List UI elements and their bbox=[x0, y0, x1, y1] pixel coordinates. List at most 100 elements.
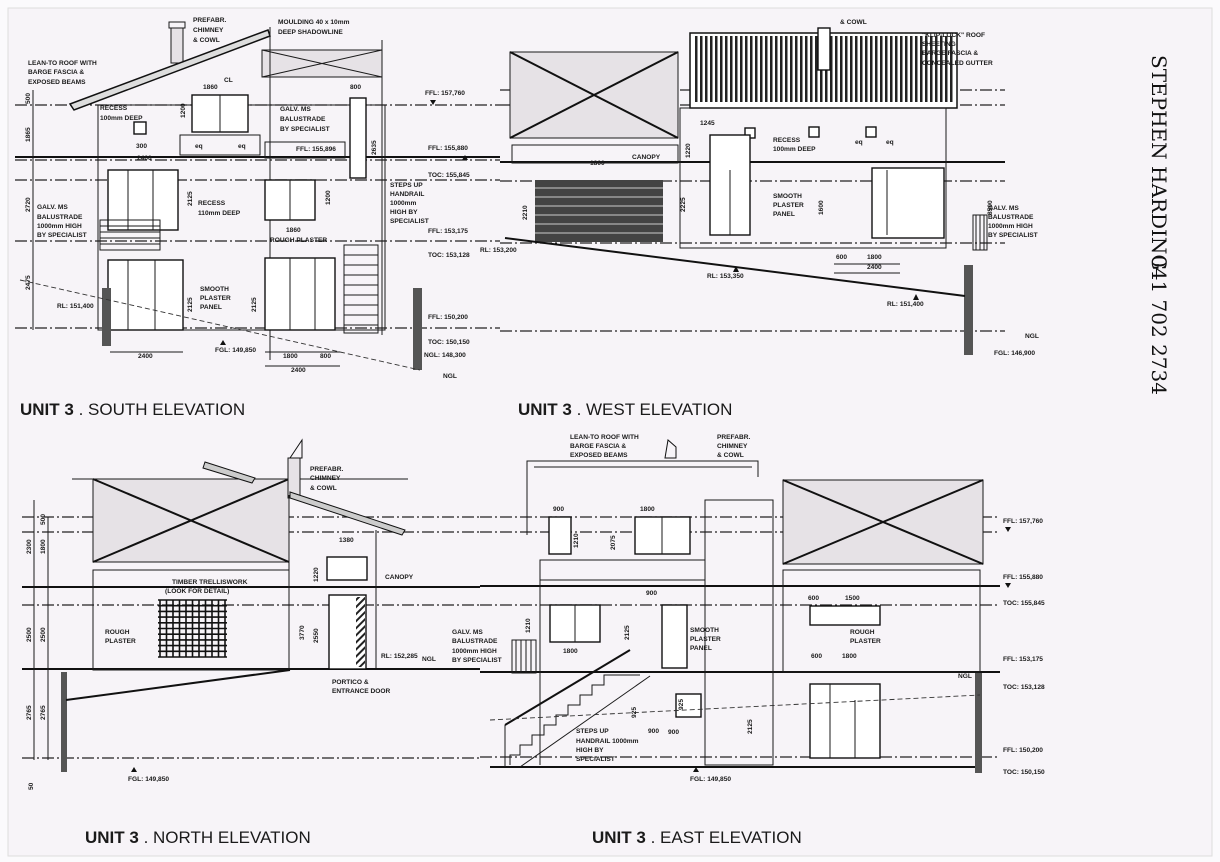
dimension: eq bbox=[195, 143, 203, 150]
level-marker: FFL: 153,175 bbox=[428, 228, 468, 235]
retaining-wall bbox=[975, 673, 982, 773]
dimension: 500 bbox=[25, 93, 32, 104]
level-marker: RL: 153,200 bbox=[480, 247, 517, 254]
dimension: 925 bbox=[631, 707, 638, 718]
parapet bbox=[526, 460, 759, 535]
west-elevation-title: UNIT 3 . WEST ELEVATION bbox=[518, 400, 732, 419]
dimension: 1800 bbox=[590, 160, 605, 167]
dimension: 1380 bbox=[339, 537, 354, 544]
dimension: 900 bbox=[646, 590, 657, 597]
retaining-wall bbox=[61, 672, 67, 772]
level-marker: FFL: 155,896 bbox=[296, 146, 336, 153]
level-marker: RL: 151,400 bbox=[887, 301, 924, 308]
level-marker: FGL: 149,850 bbox=[690, 776, 731, 783]
level-marker: FFL: 150,200 bbox=[428, 314, 468, 321]
dimension: 1800 bbox=[867, 254, 882, 261]
dimension: 2635 bbox=[371, 140, 378, 155]
ngl-label: NGL bbox=[1025, 333, 1039, 340]
dimension: 900 bbox=[648, 728, 659, 735]
chimney bbox=[168, 21, 186, 64]
dimension: 2400 bbox=[138, 353, 153, 360]
chimney-label: PREFABR.CHIMNEY& COWL bbox=[310, 466, 344, 492]
garage-door bbox=[535, 180, 663, 242]
dimension: 800 bbox=[320, 353, 331, 360]
level-marker: TOC: 153,128 bbox=[1003, 684, 1045, 691]
dimension: 500 bbox=[40, 514, 47, 525]
dimension: 2550 bbox=[313, 628, 320, 643]
dimension: 1220 bbox=[685, 143, 692, 158]
dimension: 2125 bbox=[747, 719, 754, 734]
balustrade bbox=[99, 219, 161, 251]
south-level-markers: FFL: 157,760 FFL: 155,896 FFL: 155,880 T… bbox=[57, 90, 470, 359]
level-marker: TOC: 155,845 bbox=[1003, 600, 1045, 607]
chimney bbox=[664, 439, 677, 459]
level-marker: FGL: 146,900 bbox=[994, 350, 1035, 357]
external-stair bbox=[343, 244, 379, 334]
level-marker: FFL: 157,760 bbox=[425, 90, 465, 97]
dimension: 1600 bbox=[818, 200, 825, 215]
level-marker: TOC: 150,150 bbox=[1003, 769, 1045, 776]
south-labels: PREFABR.CHIMNEY& COWL MOULDING 40 x 10mm… bbox=[28, 17, 457, 380]
klip-lock-roof bbox=[689, 27, 958, 109]
dimension: 8500 bbox=[987, 200, 994, 215]
ngl-label: NGL bbox=[958, 673, 972, 680]
lean-to-roof bbox=[289, 491, 406, 536]
dimension: 1245 bbox=[700, 120, 715, 127]
dimension: eq bbox=[886, 139, 894, 146]
dimension: 1800 bbox=[283, 353, 298, 360]
upper-wall bbox=[679, 107, 947, 249]
level-marker: NGL: 148,300 bbox=[424, 352, 466, 359]
dimension: eq bbox=[855, 139, 863, 146]
canopy-label: CANOPY bbox=[385, 574, 414, 581]
dimension: 2075 bbox=[610, 535, 617, 550]
north-dimensions: 1380 1220 3770 2550 2300 1800 500 2500 2… bbox=[26, 500, 354, 790]
level-marker: TOC: 150,150 bbox=[428, 339, 470, 346]
dimension: 3770 bbox=[299, 625, 306, 640]
east-elevation-title: UNIT 3 . EAST ELEVATION bbox=[592, 828, 802, 847]
dimension: 2125 bbox=[187, 297, 194, 312]
dimension: 2400 bbox=[137, 155, 152, 162]
dimension: CL bbox=[224, 77, 233, 84]
level-marker: FFL: 155,880 bbox=[428, 145, 468, 152]
dimension: 2225 bbox=[680, 197, 687, 212]
level-marker: FFL: 153,175 bbox=[1003, 656, 1043, 663]
dimension: 1800 bbox=[40, 539, 47, 554]
dimension: 300 bbox=[136, 143, 147, 150]
dimension: 800 bbox=[350, 84, 361, 91]
dimension: 2125 bbox=[251, 297, 258, 312]
level-marker: TOC: 153,128 bbox=[428, 252, 470, 259]
ngl-label: NGL bbox=[443, 373, 457, 380]
trellis-label: TIMBER TRELLISWORK(LOOK FOR DETAIL) bbox=[165, 579, 248, 595]
dimension: 2500 bbox=[26, 627, 33, 642]
canopy-label: CANOPY bbox=[632, 154, 661, 161]
level-marker: FFL: 157,760 bbox=[1003, 518, 1043, 525]
level-marker: RL: 151,400 bbox=[57, 303, 94, 310]
west-dimensions: 1245 eq eq 1800 1220 2210 2225 1600 600 … bbox=[522, 120, 994, 274]
chimney-label: PREFABR.CHIMNEY& COWL bbox=[717, 434, 751, 459]
dimension: 2400 bbox=[291, 367, 306, 374]
dimension: 2210 bbox=[522, 205, 529, 220]
dimension: 2400 bbox=[867, 264, 882, 271]
south-dimensions: 1860 CL 800 1200 eq eq 2400 300 2125 212… bbox=[25, 77, 378, 374]
level-marker: RL: 152,285 bbox=[381, 653, 418, 660]
chimney bbox=[202, 438, 303, 499]
dimension: 925 bbox=[678, 699, 685, 710]
dimension: 600 bbox=[808, 595, 819, 602]
windows bbox=[548, 516, 881, 759]
ngl-label: NGL bbox=[422, 656, 436, 663]
dimension: 1220 bbox=[313, 567, 320, 582]
dimension: 600 bbox=[836, 254, 847, 261]
walls bbox=[490, 499, 981, 768]
dimension: eq bbox=[238, 143, 246, 150]
